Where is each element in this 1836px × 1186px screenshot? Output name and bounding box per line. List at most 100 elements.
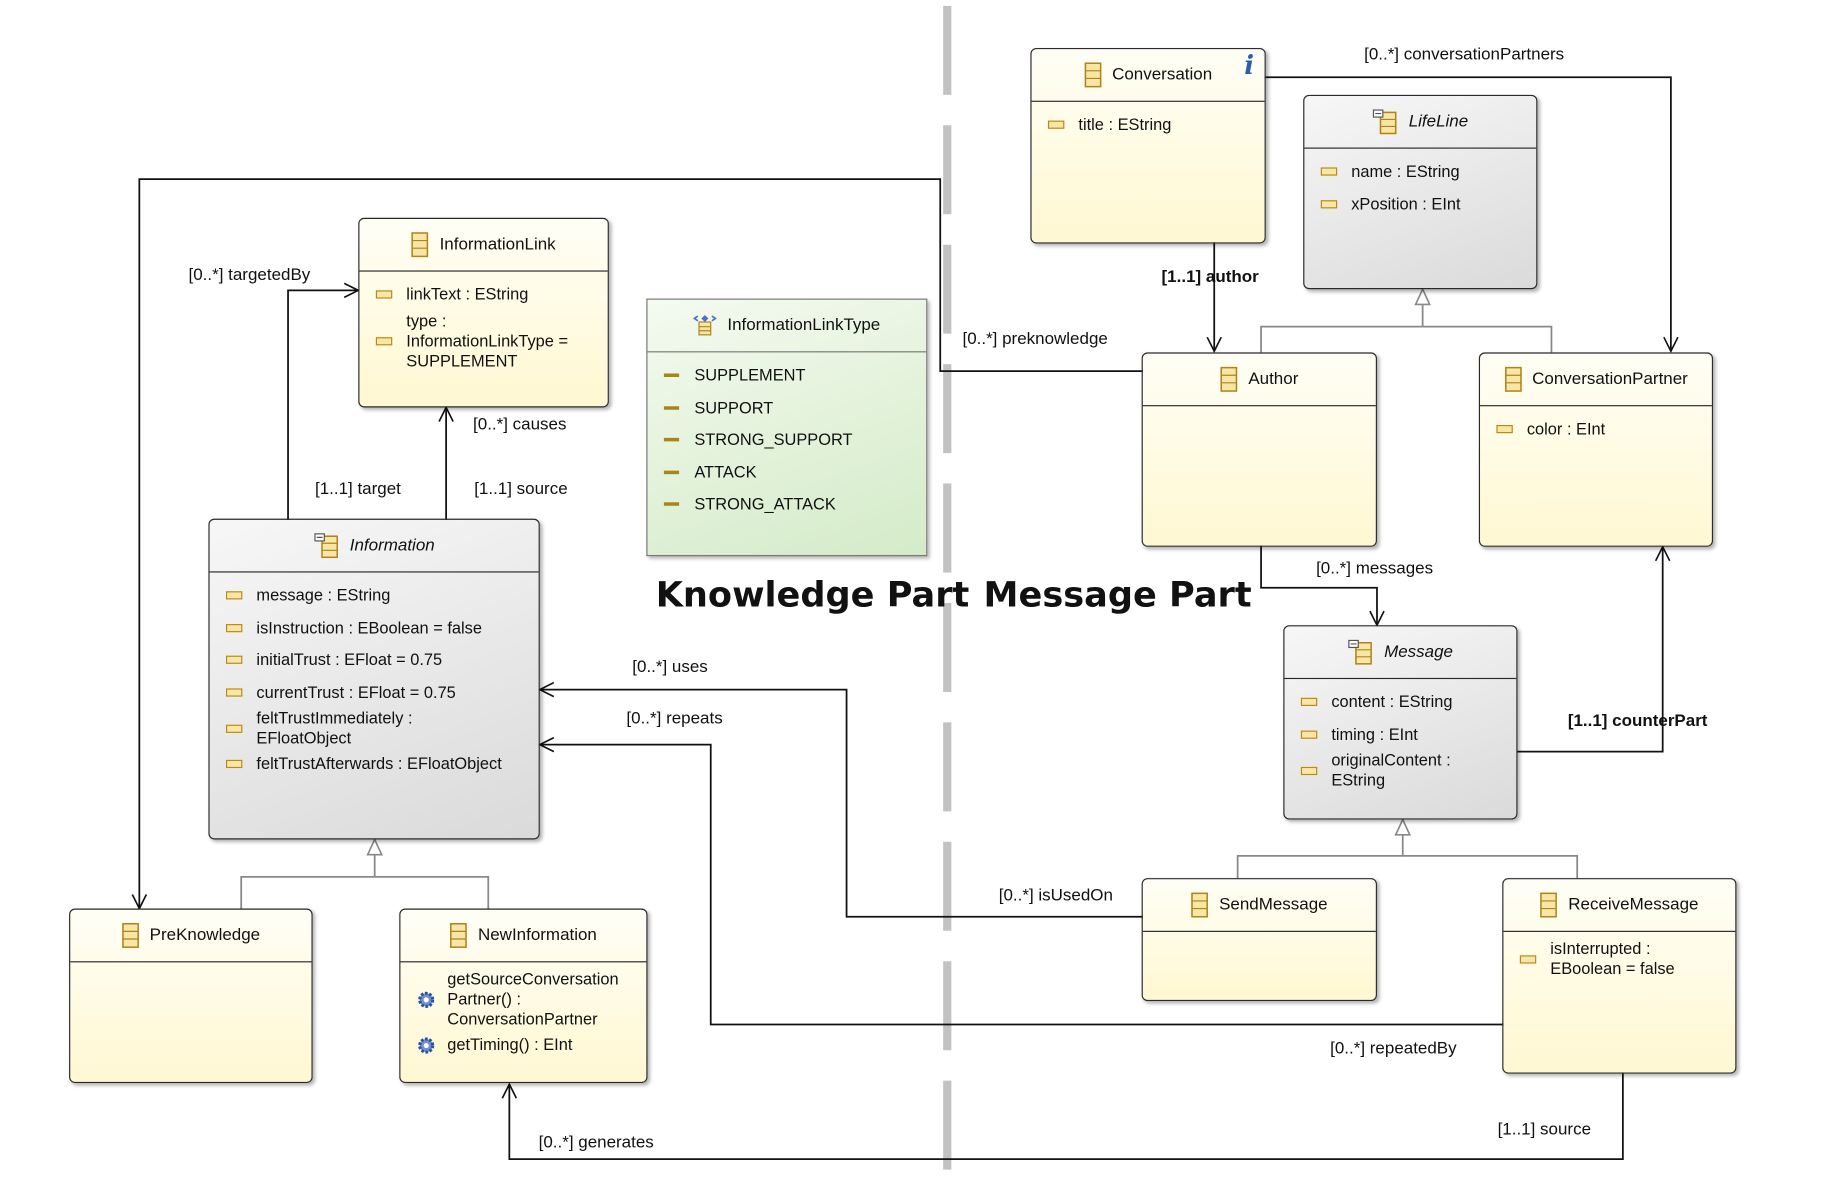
attribute-row[interactable]: initialTrust : EFloat = 0.75: [225, 644, 527, 676]
attribute-icon: [375, 336, 393, 345]
literal-row[interactable]: ATTACK: [663, 456, 915, 488]
literal-row[interactable]: STRONG_SUPPORT: [663, 424, 915, 456]
literal-row[interactable]: SUPPLEMENT: [663, 359, 915, 391]
attribute-icon: [1300, 730, 1318, 739]
operation-gear-icon: [418, 991, 435, 1008]
class-name: LifeLine: [1408, 112, 1469, 132]
class-name: Message: [1384, 642, 1453, 662]
attribute-row[interactable]: name : EString: [1320, 156, 1525, 188]
class-name: PreKnowledge: [149, 926, 261, 945]
attribute-icon: [225, 760, 243, 769]
class-name: InformationLink: [439, 235, 556, 255]
attribute-row[interactable]: content : EString: [1300, 686, 1505, 718]
class-send-message[interactable]: SendMessage: [1141, 878, 1377, 1002]
literal-icon: [663, 373, 680, 378]
literal-icon: [663, 405, 680, 410]
class-name: ConversationPartner: [1532, 369, 1688, 389]
attribute-row[interactable]: type : InformationLinkType = SUPPLEMENT: [375, 311, 596, 371]
attribute-icon: [1300, 698, 1318, 707]
label-causes: [0..*] causes: [473, 415, 567, 435]
class-message[interactable]: Message content : EString timing : EInt …: [1283, 625, 1518, 820]
label-source-information: [1..1] source: [474, 480, 568, 499]
attribute-row[interactable]: feltTrustAfterwards : EFloatObject: [225, 748, 527, 780]
label-source-receive: [1..1] source: [1497, 1120, 1592, 1140]
attribute-row[interactable]: message : EString: [225, 580, 527, 612]
info-icon: i: [1244, 50, 1255, 81]
eclass-icon: [411, 232, 429, 258]
attribute-row[interactable]: color : EInt: [1496, 413, 1700, 445]
attribute-row[interactable]: isInterrupted : EBoolean = false: [1519, 939, 1724, 979]
attribute-row[interactable]: timing : EInt: [1300, 718, 1505, 750]
attribute-icon: [225, 724, 243, 733]
label-messages: [0..*] messages: [1316, 559, 1434, 579]
literal-row[interactable]: STRONG_ATTACK: [663, 488, 915, 520]
attribute-icon: [1320, 199, 1338, 209]
label-target: [1..1] target: [314, 480, 401, 499]
enum-information-link-type[interactable]: InformationLinkType SUPPLEMENT SUPPORT S…: [646, 298, 928, 557]
class-conversation[interactable]: Conversation i title : EString: [1030, 48, 1266, 244]
attribute-icon: [225, 623, 243, 632]
attribute-icon: [375, 290, 393, 299]
class-receive-message[interactable]: ReceiveMessage isInterrupted : EBoolean …: [1502, 878, 1737, 1074]
class-name: NewInformation: [477, 926, 597, 945]
label-conversation-partners: [0..*] conversationPartners: [1364, 45, 1565, 65]
operation-gear-icon: [418, 1037, 435, 1054]
class-name: ReceiveMessage: [1568, 895, 1699, 915]
attribute-icon: [1047, 120, 1065, 130]
attribute-icon: [1300, 766, 1318, 775]
class-name: Information: [349, 536, 435, 555]
class-pre-knowledge[interactable]: PreKnowledge: [69, 908, 313, 1083]
eclass-icon: [1084, 62, 1102, 88]
attribute-icon: [225, 655, 243, 665]
abstract-eclass-icon: [1348, 639, 1372, 665]
message-part-title: Message Part: [983, 574, 1252, 616]
literal-icon: [663, 438, 680, 442]
class-name: Author: [1248, 369, 1299, 389]
eclass-icon: [121, 923, 139, 948]
abstract-eclass-icon: [1372, 109, 1397, 135]
edge-conversation-partners: [1266, 77, 1671, 351]
edge-preknowledge: [139, 178, 1141, 908]
inherit-send-message: [1236, 854, 1403, 879]
inherit-receive-message: [1402, 854, 1579, 879]
literal-icon: [663, 470, 680, 474]
operation-row[interactable]: getTiming() : EInt: [417, 1029, 635, 1061]
class-name: SendMessage: [1219, 895, 1328, 915]
eclass-icon: [1220, 366, 1238, 392]
attribute-row[interactable]: xPosition : EInt: [1320, 188, 1525, 220]
inherit-new-information: [374, 876, 490, 909]
edge-generates: [509, 1074, 1623, 1160]
label-generates: [0..*] generates: [538, 1133, 654, 1153]
attribute-row[interactable]: currentTrust : EFloat = 0.75: [225, 676, 527, 708]
eclass-icon: [1540, 892, 1558, 918]
operation-row[interactable]: getSourceConversation Partner() : Conver…: [417, 969, 635, 1029]
attribute-icon: [1496, 425, 1513, 434]
class-conversation-partner[interactable]: ConversationPartner color : EInt: [1478, 352, 1714, 547]
label-author: [1..1] author: [1161, 268, 1259, 287]
label-uses: [0..*] uses: [632, 657, 708, 677]
abstract-eclass-icon: [314, 533, 338, 559]
class-information-link[interactable]: InformationLink linkText : EString type …: [358, 217, 609, 408]
class-lifeline[interactable]: LifeLine name : EString xPosition : EInt: [1303, 94, 1538, 290]
attribute-row[interactable]: originalContent : EString: [1300, 750, 1505, 790]
attribute-icon: [225, 688, 243, 697]
attribute-icon: [225, 591, 243, 600]
label-targeted-by: [0..*] targetedBy: [188, 265, 311, 285]
class-name: Conversation: [1112, 65, 1213, 85]
attribute-row[interactable]: isInstruction : EBoolean = false: [225, 612, 527, 644]
attribute-row[interactable]: feltTrustImmediately : EFloatObject: [225, 708, 527, 748]
edge-messages: [1261, 547, 1377, 625]
edge-repeats: [540, 745, 1502, 1025]
attribute-row[interactable]: title : EString: [1047, 109, 1253, 141]
attribute-row[interactable]: linkText : EString: [375, 279, 596, 311]
eclass-icon: [450, 923, 468, 948]
literal-row[interactable]: SUPPORT: [663, 392, 915, 424]
class-author[interactable]: Author: [1141, 352, 1377, 547]
class-new-information[interactable]: NewInformation getSourceConversation Par…: [399, 908, 648, 1083]
edge-counter-part: [1517, 547, 1662, 753]
enum-name: InformationLinkType: [727, 316, 881, 335]
eclass-icon: [1504, 366, 1522, 392]
class-information[interactable]: Information message : EString isInstruct…: [208, 518, 540, 840]
attribute-icon: [1519, 954, 1537, 963]
